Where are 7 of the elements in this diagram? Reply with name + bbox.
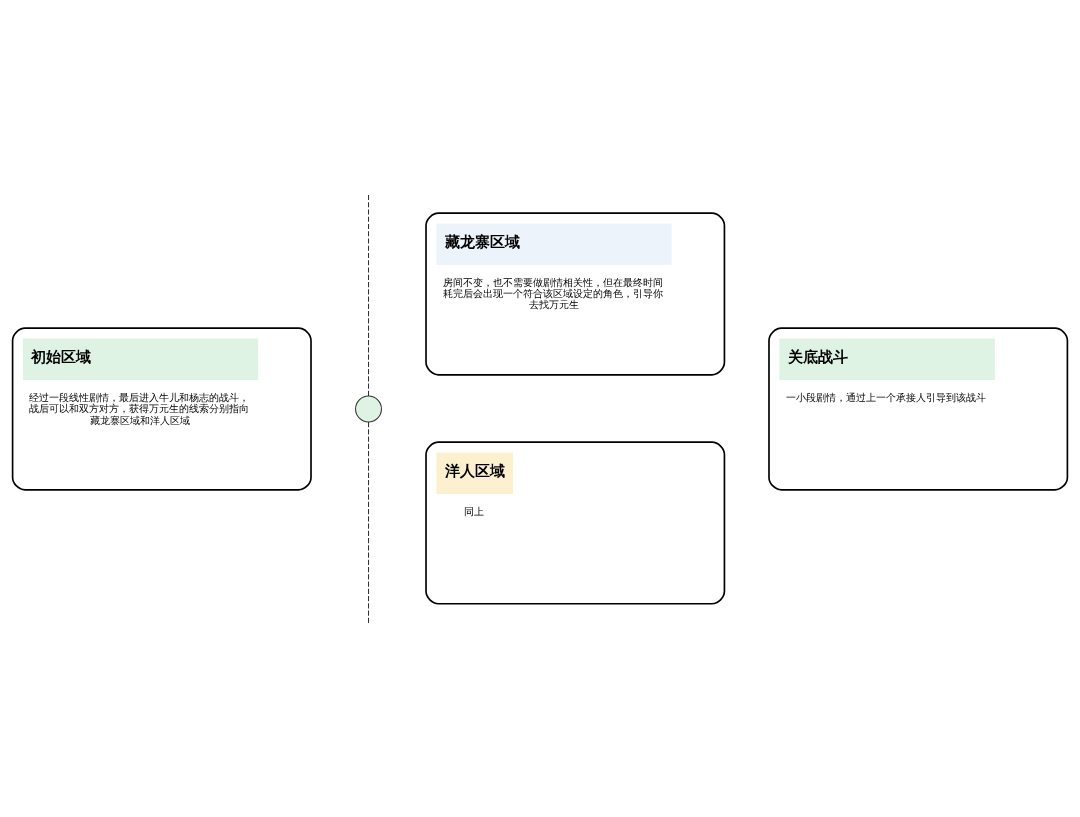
connector bbox=[368, 420, 370, 624]
node-box: 洋人区域 同上 bbox=[425, 440, 726, 605]
node-box: 藏龙寨区域 房间不变，也不需要做剧情相关性，但在最终时间耗完后会出现一个符合该区域设定的角色，引导你去找万元生 bbox=[425, 211, 726, 376]
node-box: 初始区域 经过一段线性剧情，最后进入牛儿和杨志的战斗，战后可以和双方对方，获得万元生的线索分别指向藏龙寨区域和洋人区域 bbox=[11, 326, 312, 491]
connector bbox=[368, 193, 370, 397]
node-circle bbox=[355, 395, 382, 422]
node-box: 关底战斗 一小段剧情，通过上一个承接人引导到该战斗 bbox=[768, 326, 1069, 491]
